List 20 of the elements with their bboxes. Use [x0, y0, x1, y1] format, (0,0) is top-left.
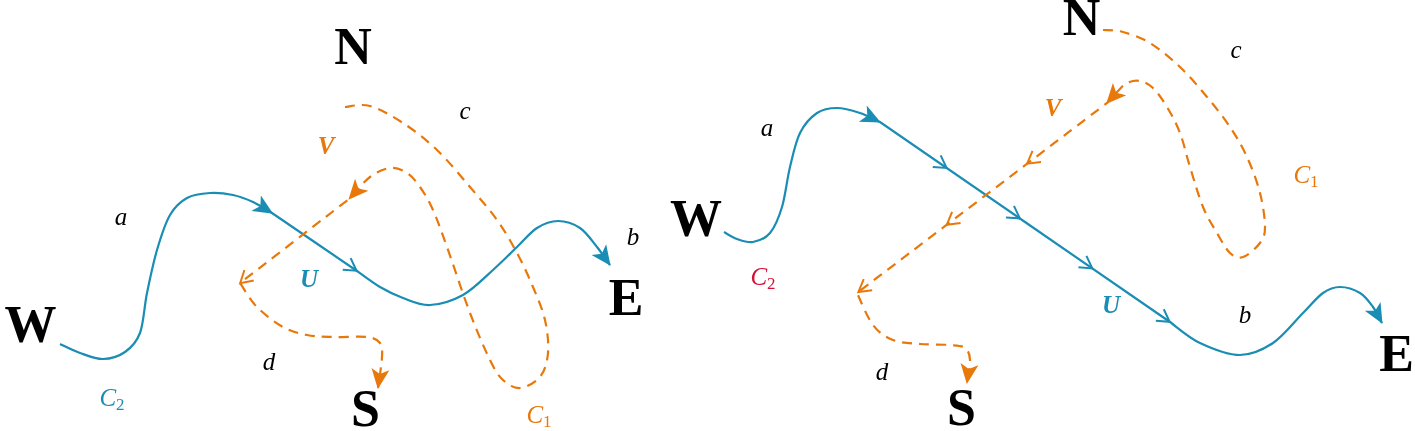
region-label: d — [875, 358, 889, 384]
region-label: c — [459, 97, 471, 123]
curve-label: C$_{2}$ — [99, 384, 125, 410]
region-label: d — [262, 348, 276, 374]
endpoint-label: N — [1060, 0, 1103, 40]
region-label: b — [626, 223, 640, 249]
endpoint-label: E — [606, 265, 646, 320]
region-label: b — [1238, 301, 1252, 327]
endpoint-label: W — [668, 198, 724, 240]
region-label: c — [1230, 36, 1242, 62]
endpoint-label: N — [330, 26, 376, 68]
curve-label: C$_{1}$ — [1293, 161, 1319, 187]
curve-label: C$_{2}$ — [750, 263, 776, 289]
endpoint-label: S — [945, 383, 978, 430]
region-label: a — [114, 203, 128, 229]
curve-label: C$_{1}$ — [526, 401, 552, 427]
region-label: a — [760, 114, 774, 140]
endpoint-label: S — [349, 388, 382, 431]
endpoint-label: W — [1, 303, 60, 347]
endpoint-label: E — [1378, 323, 1415, 376]
